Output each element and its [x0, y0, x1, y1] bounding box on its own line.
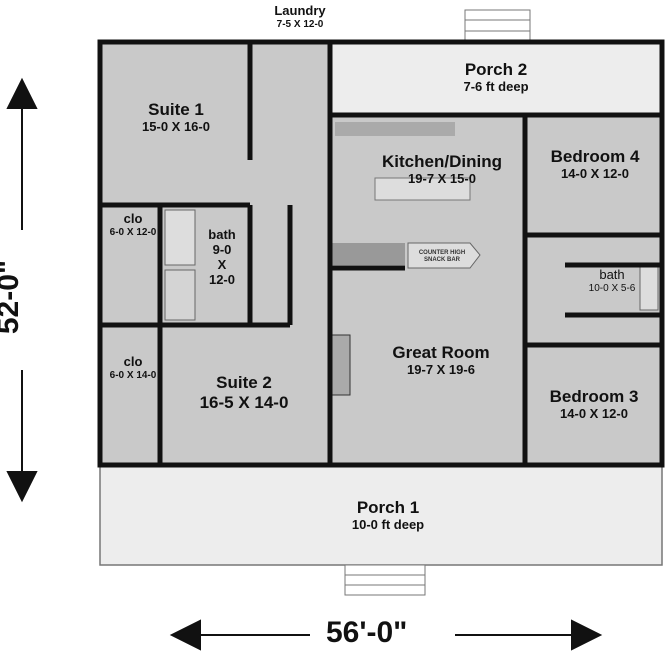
- bathtub: [164, 209, 196, 266]
- width-dimension-arrow: [169, 619, 603, 651]
- porch-2-stairs: [464, 9, 531, 43]
- room-name: Bedroom 4: [550, 147, 640, 166]
- rooms: [100, 42, 662, 465]
- snack-bar-counter: [330, 243, 405, 265]
- bedroom-4-label: Bedroom 4 14-0 X 12-0: [551, 147, 640, 181]
- room-dimensions: 14-0 X 12-0: [561, 165, 629, 181]
- room-dimensions: 9-0: [212, 241, 232, 257]
- room-name: Kitchen/Dining: [382, 152, 502, 171]
- kitchen-island: [374, 177, 471, 201]
- snack-bar-label: COUNTER HIGH SNACK BAR: [419, 250, 465, 264]
- kitchen-dining-label: Kitchen/Dining 19-7 X 15-0: [382, 152, 502, 186]
- room-name: bath: [208, 227, 236, 242]
- room-dimensions: 15-0 X 16-0: [142, 118, 210, 134]
- room-dimensions: 19-7 X 19-6: [407, 361, 475, 377]
- suite-2-label: Suite 2 16-5 X 14-0: [200, 373, 289, 412]
- snack-bar-line: COUNTER HIGH: [418, 250, 466, 256]
- suite-1-label: Suite 1 15-0 X 16-0: [142, 100, 210, 134]
- room-dimensions: 19-7 X 15-0: [408, 170, 476, 186]
- bath-2-label: bath 10-0 X 5-6: [588, 267, 636, 294]
- room-dimensions: 7-5 X 12-0: [276, 18, 324, 30]
- closet-2-label: clo 6-0 X 14-0: [109, 354, 157, 381]
- shower-right: [639, 264, 659, 311]
- snack-bar: [407, 242, 481, 269]
- room-name: Great Room: [392, 343, 490, 362]
- room-dimensions: 7-6 ft deep: [463, 78, 529, 94]
- width-dimension-label: 56'-0": [326, 616, 408, 649]
- porch-1-label: Porch 1 10-0 ft deep: [352, 498, 424, 532]
- room-dimensions: 10-0 X 5-6: [588, 282, 636, 294]
- kitchen-counter: [335, 122, 455, 136]
- room-dimensions: X: [217, 256, 227, 272]
- great-room-label: Great Room 19-7 X 19-6: [392, 343, 489, 377]
- porch-1-area: [99, 464, 663, 566]
- room-name: Porch 2: [464, 60, 528, 79]
- room-name: Laundry: [274, 3, 326, 18]
- walls: [97, 39, 665, 468]
- laundry-label: Laundry 7-5 X 12-0: [274, 3, 326, 30]
- room-dimensions: 6-0 X 14-0: [109, 369, 157, 381]
- porch-2-area: [329, 41, 663, 116]
- fireplace: [329, 334, 351, 396]
- room-name: clo: [123, 211, 143, 226]
- room-name: Suite 2: [216, 373, 272, 392]
- snack-bar-line: SNACK BAR: [424, 256, 460, 263]
- room-dimensions: 10-0 ft deep: [351, 516, 425, 532]
- room-dimensions: 6-0 X 12-0: [109, 226, 157, 238]
- porch-1-stairs: [344, 564, 426, 596]
- room-name: bath: [599, 267, 625, 282]
- room-name: Suite 1: [148, 100, 204, 119]
- shower: [164, 269, 196, 321]
- depth-dimension-arrow: [6, 77, 38, 503]
- porch-2-label: Porch 2 7-6 ft deep: [463, 60, 528, 94]
- room-dimensions: 12-0: [208, 271, 236, 287]
- room-name: Bedroom 3: [549, 387, 639, 406]
- room-name: Porch 1: [356, 498, 420, 517]
- bedroom-3-label: Bedroom 3 14-0 X 12-0: [550, 387, 639, 421]
- depth-dimension-label: 52-0": [0, 259, 26, 335]
- bath-1-label: bath 9-0 X 12-0: [208, 227, 236, 288]
- room-dimensions: 14-0 X 12-0: [560, 405, 628, 421]
- room-dimensions: 16-5 X 14-0: [199, 392, 289, 412]
- room-name: clo: [123, 354, 143, 369]
- closet-1-label: clo 6-0 X 12-0: [109, 211, 157, 238]
